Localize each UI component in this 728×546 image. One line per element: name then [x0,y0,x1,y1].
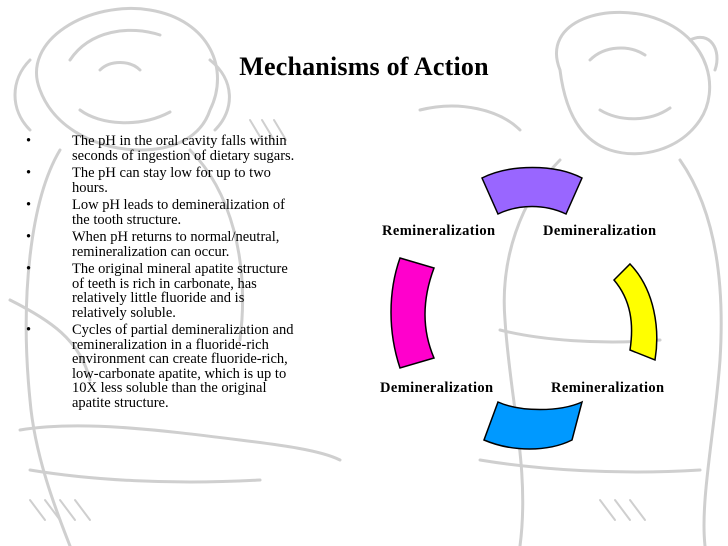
bullet-line: The pH can stay low for up to two [72,165,271,181]
bullet-line: the tooth structure. [72,211,182,228]
bullet-marker: • [26,165,32,181]
label-top-right: Demineralization [543,223,657,239]
cycle-segment-left [390,257,436,369]
cycle-segment-right [612,262,658,362]
bullet-line: remineralization can occur. [72,243,230,260]
cycle-segment-bottom [483,400,584,450]
cycle-segment-top [481,166,583,216]
bullet-line: relatively little fluoride and is [72,290,245,306]
label-bottom-right: Remineralization [551,380,665,396]
bullet-line: seconds of ingestion of dietary sugars. [72,147,295,164]
bullet-line: The pH in the oral cavity falls within [72,133,287,149]
bullet-marker: • [26,197,32,213]
bullet-line: When pH returns to normal/neutral, [72,229,280,245]
bullet-line: hours. [72,179,108,196]
label-top-left: Remineralization [382,223,496,239]
bullet-line: relatively soluble. [72,304,176,321]
bullet-item: • When pH returns to normal/neutral,remin… [26,230,356,259]
label-bottom-left: Demineralization [380,380,494,396]
bullet-line: low-carbonate apatite, which is up to [72,365,287,382]
bullet-marker: • [26,229,32,245]
bullet-line: Low pH leads to demineralization of [72,197,286,213]
bullet-line: remineralization in a fluoride-rich [72,336,269,353]
bullet-line: 10X less soluble than the original [72,380,267,396]
slide-title: Mechanisms of Action [239,52,489,81]
bullet-line: of teeth is rich in carbonate, has [72,275,257,292]
bullet-line: apatite structure. [72,394,169,411]
bullet-line: Cycles of partial demineralization and [72,322,294,338]
bullet-marker: • [26,261,32,277]
bullet-marker: • [26,133,32,149]
bullet-marker: • [26,322,32,338]
bullet-line: The original mineral apatite structure [72,261,288,277]
bullet-line: environment can create fluoride-rich, [72,351,288,367]
